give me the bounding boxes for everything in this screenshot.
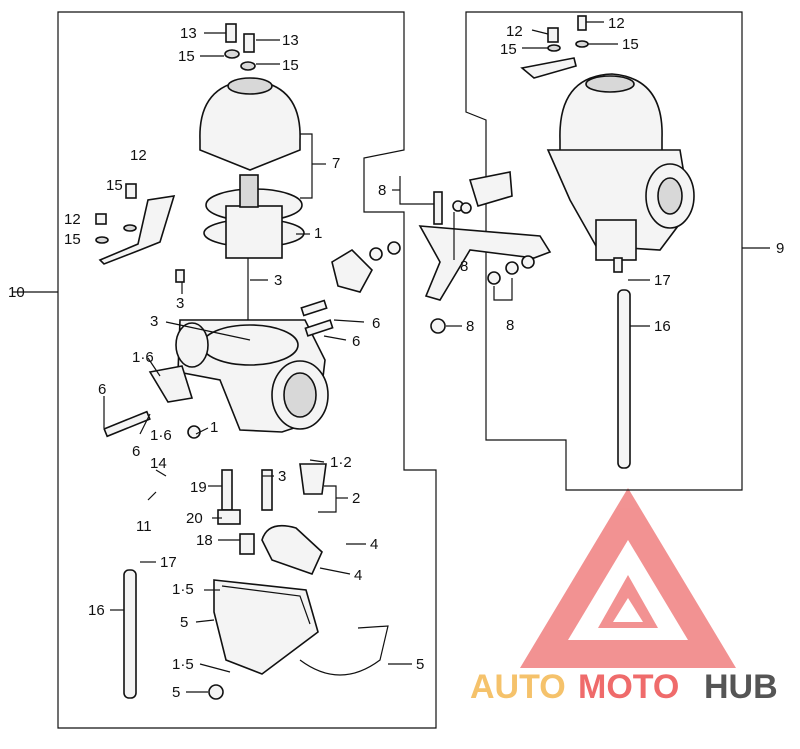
- label-8: 8: [378, 182, 386, 199]
- label-8: 8: [506, 317, 514, 334]
- watermark-moto: MOTO: [578, 668, 679, 706]
- label-12: 12: [130, 147, 147, 164]
- watermark-logo-icon: [520, 488, 736, 668]
- label-4: 4: [370, 536, 378, 553]
- label-8: 8: [460, 258, 468, 275]
- leader-lines: [12, 21, 770, 693]
- right-carburetor-assembly: [418, 15, 695, 469]
- label-16: 16: [88, 602, 105, 619]
- label-20: 20: [186, 510, 203, 527]
- label-13: 13: [282, 32, 299, 49]
- label-4: 4: [354, 567, 362, 584]
- label-17: 17: [654, 272, 671, 289]
- label-15: 15: [178, 48, 195, 65]
- label-1-5: 1·5: [172, 656, 194, 673]
- label-6: 6: [132, 443, 140, 460]
- left-group-outline: [57, 11, 437, 729]
- label-13: 13: [180, 25, 197, 42]
- label-1-6: 1·6: [132, 349, 154, 366]
- float: [261, 524, 323, 575]
- label-12: 12: [608, 15, 625, 32]
- label-3: 3: [150, 313, 158, 330]
- label-1-6: 1·6: [150, 427, 172, 444]
- label-15: 15: [282, 57, 299, 74]
- label-15: 15: [622, 36, 639, 53]
- label-8: 8: [466, 318, 474, 335]
- label-9: 9: [776, 240, 784, 257]
- label-5: 5: [416, 656, 424, 673]
- label-11: 11: [136, 518, 152, 535]
- label-7: 7: [332, 155, 340, 172]
- label-6: 6: [352, 333, 360, 350]
- label-17: 17: [160, 554, 177, 571]
- label-12: 12: [64, 211, 81, 228]
- watermark-hub: HUB: [704, 668, 778, 706]
- label-16: 16: [654, 318, 671, 335]
- label-1: 1: [314, 225, 322, 242]
- label-5: 5: [172, 684, 180, 701]
- label-5: 5: [180, 614, 188, 631]
- right-group-outline: [465, 11, 743, 491]
- label-15: 15: [64, 231, 81, 248]
- label-19: 19: [190, 479, 207, 496]
- label-1-2: 1·2: [330, 454, 352, 471]
- label-1-5: 1·5: [172, 581, 194, 598]
- label-10: 10: [8, 284, 25, 301]
- label-3: 3: [278, 468, 286, 485]
- label-1: 1: [210, 419, 218, 436]
- label-15: 15: [106, 177, 123, 194]
- label-14: 14: [150, 455, 167, 472]
- float-bowl: [213, 579, 319, 675]
- label-6: 6: [98, 381, 106, 398]
- watermark-auto: AUTO: [470, 668, 566, 706]
- label-3: 3: [274, 272, 282, 289]
- watermark-wordmark: AUTO MOTO HUB: [470, 668, 778, 706]
- part-labels: 13 13 15 15 7 12 15 12 15 1 3 3 10 6 3 6…: [8, 15, 784, 701]
- label-3: 3: [176, 295, 184, 312]
- label-15: 15: [500, 41, 517, 58]
- label-18: 18: [196, 532, 213, 549]
- label-2: 2: [352, 490, 360, 507]
- label-6: 6: [372, 315, 380, 332]
- label-12: 12: [506, 23, 523, 40]
